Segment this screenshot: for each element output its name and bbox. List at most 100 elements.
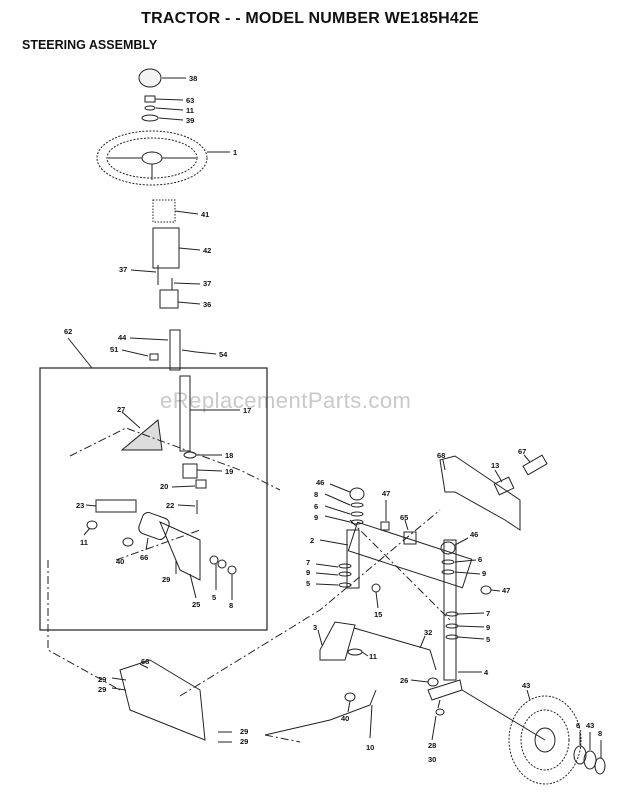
- section-subtitle: STEERING ASSEMBLY: [22, 38, 158, 52]
- callout: 25: [192, 600, 200, 609]
- leader: [431, 715, 437, 741]
- leader: [454, 571, 481, 575]
- leader: [324, 493, 351, 506]
- axle-shaft: [461, 689, 546, 741]
- callout: 13: [491, 461, 499, 470]
- callout: 6: [576, 721, 580, 730]
- callout: 44: [118, 333, 127, 342]
- part-6-washer-3: [573, 745, 587, 765]
- part-11-washer-2: [86, 520, 98, 530]
- callout: 6: [314, 502, 318, 511]
- callout: 11: [186, 106, 194, 115]
- part-17-shaft: [179, 375, 191, 452]
- callout: 37: [203, 279, 211, 288]
- callout: 41: [201, 210, 209, 219]
- part-68-bracket-2: [439, 455, 521, 531]
- leader: [196, 469, 223, 472]
- callout: 46: [470, 530, 478, 539]
- leader: [129, 337, 169, 341]
- leader: [361, 651, 369, 657]
- leader: [174, 210, 199, 215]
- callout: 8: [314, 490, 318, 499]
- leader: [158, 117, 184, 121]
- part-8-clip-3: [594, 757, 606, 775]
- part-40-nut-2: [344, 692, 356, 702]
- phantom-line: [179, 509, 441, 697]
- leader: [526, 689, 531, 701]
- part-1-hub: [141, 151, 163, 165]
- part-5-washer: [217, 559, 227, 569]
- callout: 39: [186, 116, 194, 125]
- callout: 3: [313, 623, 317, 632]
- callout: 67: [518, 447, 526, 456]
- callout: 37: [119, 265, 127, 274]
- callout: 29: [98, 685, 106, 694]
- part-66-spacer: [138, 512, 170, 540]
- watermark: eReplacementParts.com: [160, 388, 412, 413]
- callout: 30: [428, 755, 436, 764]
- phantom-line: [349, 519, 451, 621]
- leader: [317, 629, 323, 646]
- callout: 26: [400, 676, 408, 685]
- leader: [85, 504, 97, 507]
- leader: [457, 612, 485, 615]
- leader: [375, 591, 379, 609]
- part-30-washer: [435, 708, 445, 716]
- callout: 68: [437, 451, 445, 460]
- part-19-pinion: [182, 463, 198, 479]
- callout: 19: [225, 467, 233, 476]
- leader: [315, 583, 339, 586]
- part-46-cap-2: [440, 541, 456, 555]
- part-6-washer: [350, 511, 364, 517]
- part-11-washer: [144, 105, 156, 111]
- part-68-bracket: [119, 659, 206, 741]
- phantom-line: [69, 427, 281, 491]
- callout: 54: [219, 350, 228, 359]
- leader: [83, 527, 91, 536]
- leader: [454, 559, 477, 563]
- part-9-washer-2: [338, 571, 352, 577]
- part-41-adapter: [152, 199, 176, 223]
- part-54-bolt: [181, 349, 197, 353]
- part-67-bolt: [522, 454, 548, 476]
- callout: 6: [478, 555, 482, 564]
- leader: [155, 107, 184, 111]
- leader: [457, 625, 485, 628]
- page-title: TRACTOR - - MODEL NUMBER WE185H42E: [141, 10, 479, 27]
- leader: [442, 459, 446, 471]
- callout: 8: [598, 729, 602, 738]
- part-47-nut-2: [480, 585, 492, 595]
- callout: 47: [502, 586, 510, 595]
- callout: 66: [140, 553, 148, 562]
- callout: 9: [306, 568, 310, 577]
- part-38-cap: [138, 68, 162, 88]
- leader: [494, 469, 503, 483]
- part-32-drag-link: [353, 627, 437, 671]
- leader: [177, 301, 201, 305]
- phantom-line: [115, 529, 201, 561]
- callout: 18: [225, 451, 233, 460]
- part-65-bushing: [403, 531, 417, 545]
- callout: 9: [486, 623, 490, 632]
- callout: 29: [240, 737, 248, 746]
- callout: 68: [141, 657, 149, 666]
- leader: [171, 485, 196, 488]
- part-25-arm: [159, 521, 201, 581]
- leader: [189, 573, 197, 599]
- callout: 42: [203, 246, 211, 255]
- leader: [319, 539, 349, 546]
- part-15-bolt: [371, 583, 381, 593]
- part-1-spindle-left: [346, 529, 360, 589]
- leader: [454, 537, 469, 546]
- part-43-rim: [520, 709, 570, 771]
- part-46-cap: [349, 487, 365, 501]
- callout: 43: [586, 721, 594, 730]
- callout-labels: 38 63 11 39 1 41 42 37 37 36 44 51 54 62…: [64, 74, 602, 764]
- part-43-cap: [583, 750, 597, 770]
- callout: 40: [116, 557, 124, 566]
- part-23-bracket: [95, 499, 137, 513]
- part-9-washer-3: [441, 569, 455, 575]
- part-5-washer-2: [338, 582, 352, 588]
- callout: 32: [424, 628, 432, 637]
- part-10-tie-rod: [264, 689, 377, 736]
